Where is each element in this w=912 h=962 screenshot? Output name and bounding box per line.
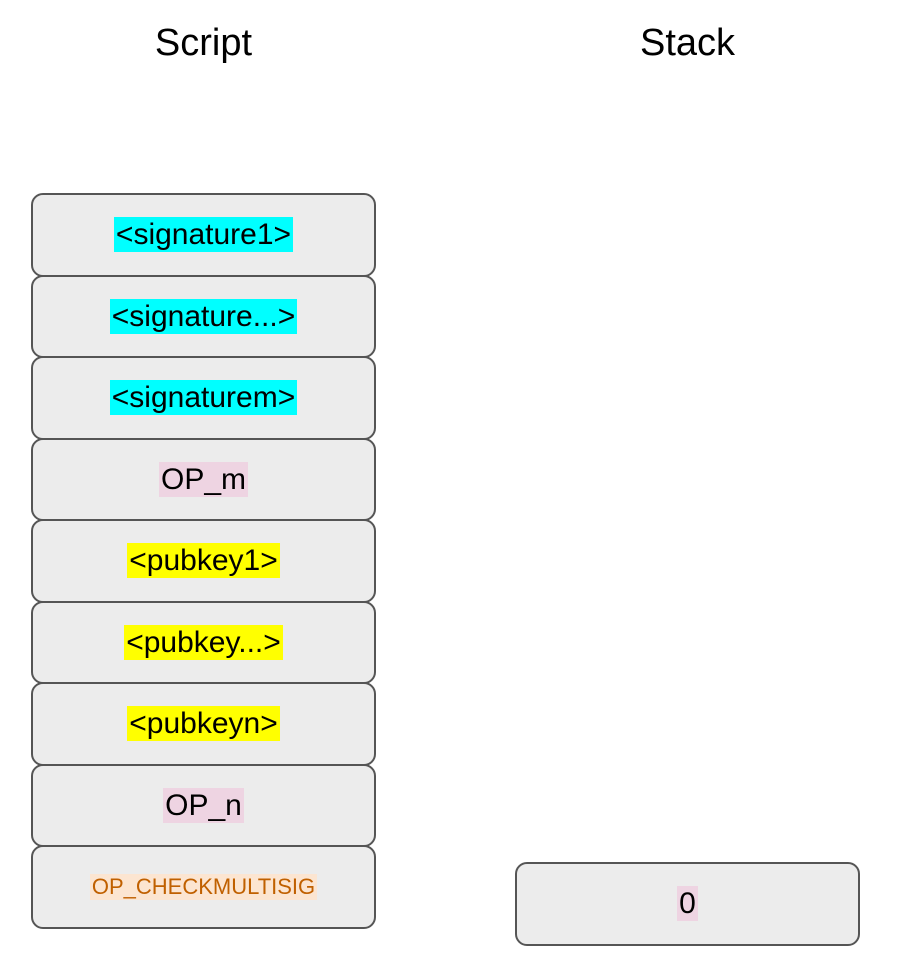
stack-cell-label: 0 <box>677 886 698 922</box>
script-cell-label: <pubkey1> <box>127 543 280 579</box>
script-cell-label: OP_n <box>163 787 244 823</box>
script-cell[interactable]: <signaturem> <box>31 356 376 440</box>
script-cell[interactable]: <signature1> <box>31 193 376 277</box>
script-column: <signature1> <signature...> <signaturem> OP… <box>31 193 376 929</box>
script-cell[interactable]: OP_CHECKMULTISIG <box>31 845 376 929</box>
script-cell[interactable]: <pubkey1> <box>31 519 376 603</box>
script-cell[interactable]: OP_n <box>31 763 376 847</box>
script-cell[interactable]: <signature...> <box>31 274 376 358</box>
script-cell-label: <signature1> <box>113 217 294 253</box>
script-cell-label: <signature...> <box>109 298 298 334</box>
stack-column: 0 <box>515 862 860 946</box>
script-cell-label: <signaturem> <box>109 380 298 416</box>
stack-column-title: Stack <box>639 22 736 64</box>
script-column-title: Script <box>154 22 253 64</box>
script-cell-label: OP_m <box>158 461 249 497</box>
script-cell-label: <pubkeyn> <box>127 706 280 742</box>
script-cell[interactable]: OP_m <box>31 437 376 521</box>
stack-cell[interactable]: 0 <box>515 862 860 946</box>
script-cell-label: <pubkey...> <box>124 624 283 660</box>
script-cell[interactable]: <pubkey...> <box>31 600 376 684</box>
script-cell[interactable]: <pubkeyn> <box>31 682 376 766</box>
script-cell-label: OP_CHECKMULTISIG <box>89 873 318 900</box>
